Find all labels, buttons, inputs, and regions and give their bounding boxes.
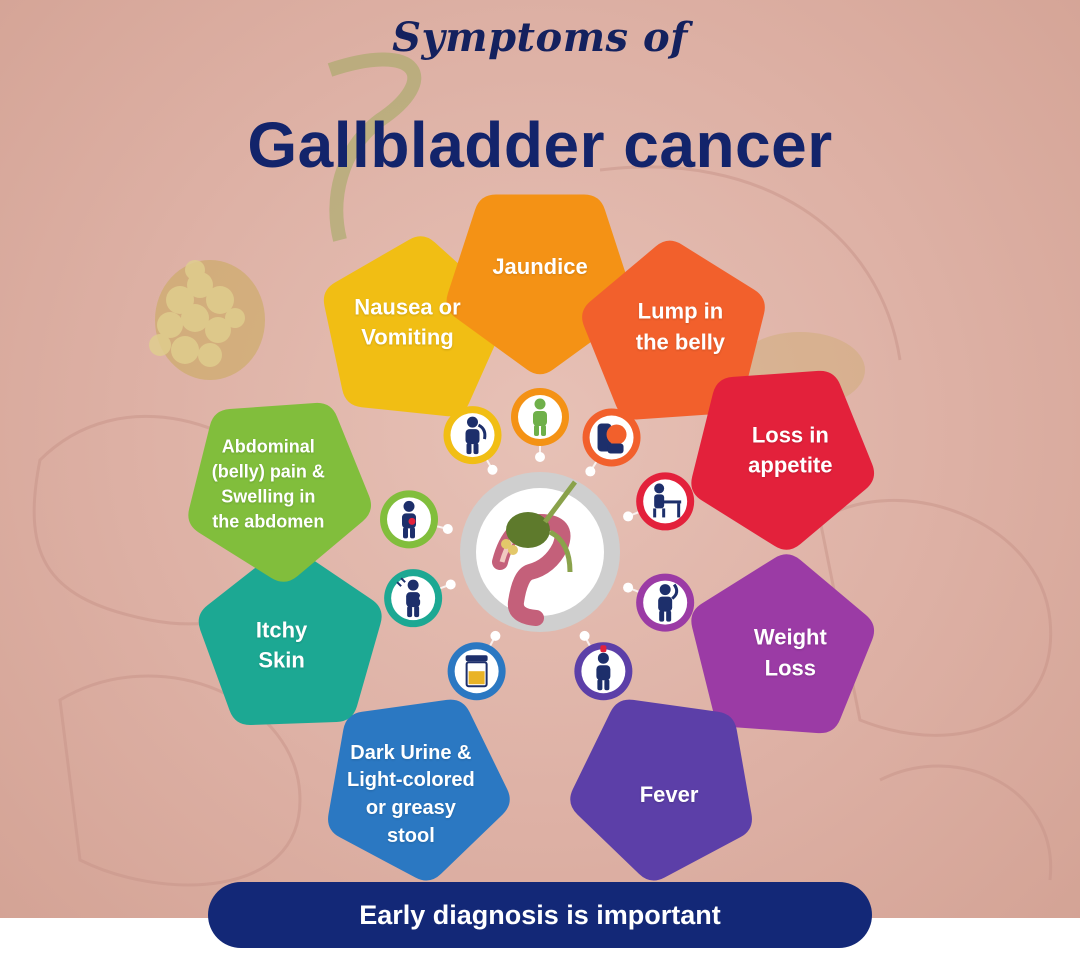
symptom-pentagon [188,402,372,582]
symptom-pentagon [582,240,765,420]
symptom-label-nausea-vomiting: Nausea or Vomiting [354,294,461,350]
connector-dot [623,511,634,522]
symptom-pentagon [328,699,510,881]
symptom-pentagon [570,699,752,881]
banner-text: Early diagnosis is important [359,899,721,930]
symptom-dark-urine [328,630,510,881]
symptom-pentagon [691,370,875,550]
early-diagnosis-banner: Early diagnosis is important [208,882,872,948]
symptom-fever [570,630,752,881]
belly-lump-icon [597,423,627,454]
symptom-label-abdominal-pain: Abdominal (belly) pain & Swelling in the… [211,436,325,532]
symptom-abdominal-pain [188,402,453,582]
symptom-label-dark-urine: Dark Urine & Light-colored or greasy sto… [347,741,475,847]
person-fever-icon [596,645,611,691]
symptom-label-weight-loss: Weight Loss [753,624,827,681]
gallbladder-center-icon [492,480,578,626]
symptom-pentagon [691,554,875,734]
person-standing-icon [533,398,547,436]
connector-dot [490,630,501,641]
person-thinking-icon [658,583,679,622]
symptom-label-lump-in-belly: Lump in the belly [635,298,726,355]
symptom-lump-in-belly [582,240,765,477]
center-disc [476,488,604,616]
person-vomiting-icon [465,416,487,455]
page-title: Gallbladder cancer [247,109,833,181]
connector-dot [442,524,453,535]
person-abdominal-pain-icon [402,500,417,539]
person-at-table-icon [653,483,682,518]
symptom-itchy-skin [198,547,456,726]
subtitle: Symptoms of [392,14,688,61]
symptom-label-itchy-skin: Itchy Skin [255,617,308,674]
symptom-pentagon [198,547,382,726]
symptom-label-fever: Fever [639,781,699,807]
person-scratching-icon [396,577,426,618]
connector-dot [487,464,498,475]
connector-dot [585,466,596,477]
connector-dot [445,579,456,590]
symptom-label-jaundice: Jaundice [492,253,588,279]
connector-dot [579,630,590,641]
symptom-weight-loss [623,554,875,734]
symptom-loss-in-appetite [623,370,875,550]
symptom-label-loss-in-appetite: Loss in appetite [748,422,833,478]
connector-dot [535,452,545,462]
urine-cup-icon [465,655,488,688]
connector-dot [623,582,634,593]
